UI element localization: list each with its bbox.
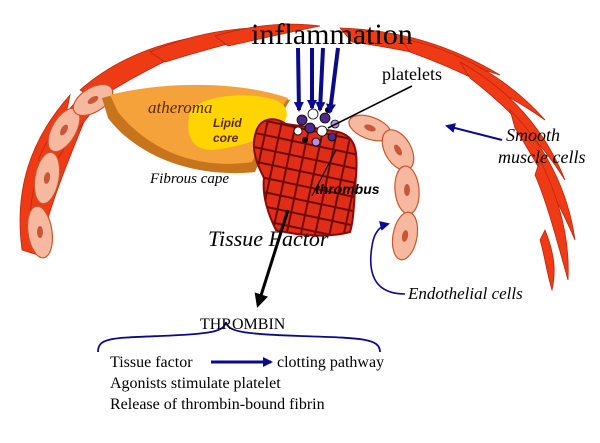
note-agonists: Agonists stimulate platelet [110, 375, 281, 392]
thrombin-label: THROMBIN [200, 316, 286, 333]
tissue-factor-label: Tissue Factor [208, 226, 329, 251]
platelets-label: platelets [382, 64, 442, 84]
title: inflammation [251, 18, 413, 51]
platelets-pointer [327, 85, 413, 129]
endothelial-nuclei-left [37, 95, 99, 238]
atheroma-label: atheroma [148, 98, 213, 117]
endothelial-nuclei-right [364, 124, 410, 242]
note-release: Release of thrombin-bound fibrin [110, 396, 325, 413]
note-tissue-factor: Tissue factor [110, 354, 193, 371]
thrombus-label: thrombus [315, 181, 380, 197]
thrombus [252, 118, 358, 237]
smooth-muscle-pointer [445, 123, 503, 141]
endothelial-pointer [369, 221, 406, 295]
endothelial-label: Endothelial cells [407, 284, 523, 303]
lipid-core-label-1: Lipid [213, 116, 242, 130]
note-clotting-pathway: clotting pathway [277, 354, 384, 371]
summary-brace [97, 321, 381, 353]
fibrous-cape-label: Fibrous cape [149, 171, 229, 187]
smooth-muscle-label-1: Smooth [506, 125, 560, 145]
down-arrows-icon [293, 47, 340, 114]
smooth-muscle-label-2: muscle cells [498, 147, 585, 167]
right-arrow-icon [254, 209, 290, 308]
thrombus-pointer [311, 149, 337, 197]
lipid-core-label-2: core [213, 131, 239, 145]
